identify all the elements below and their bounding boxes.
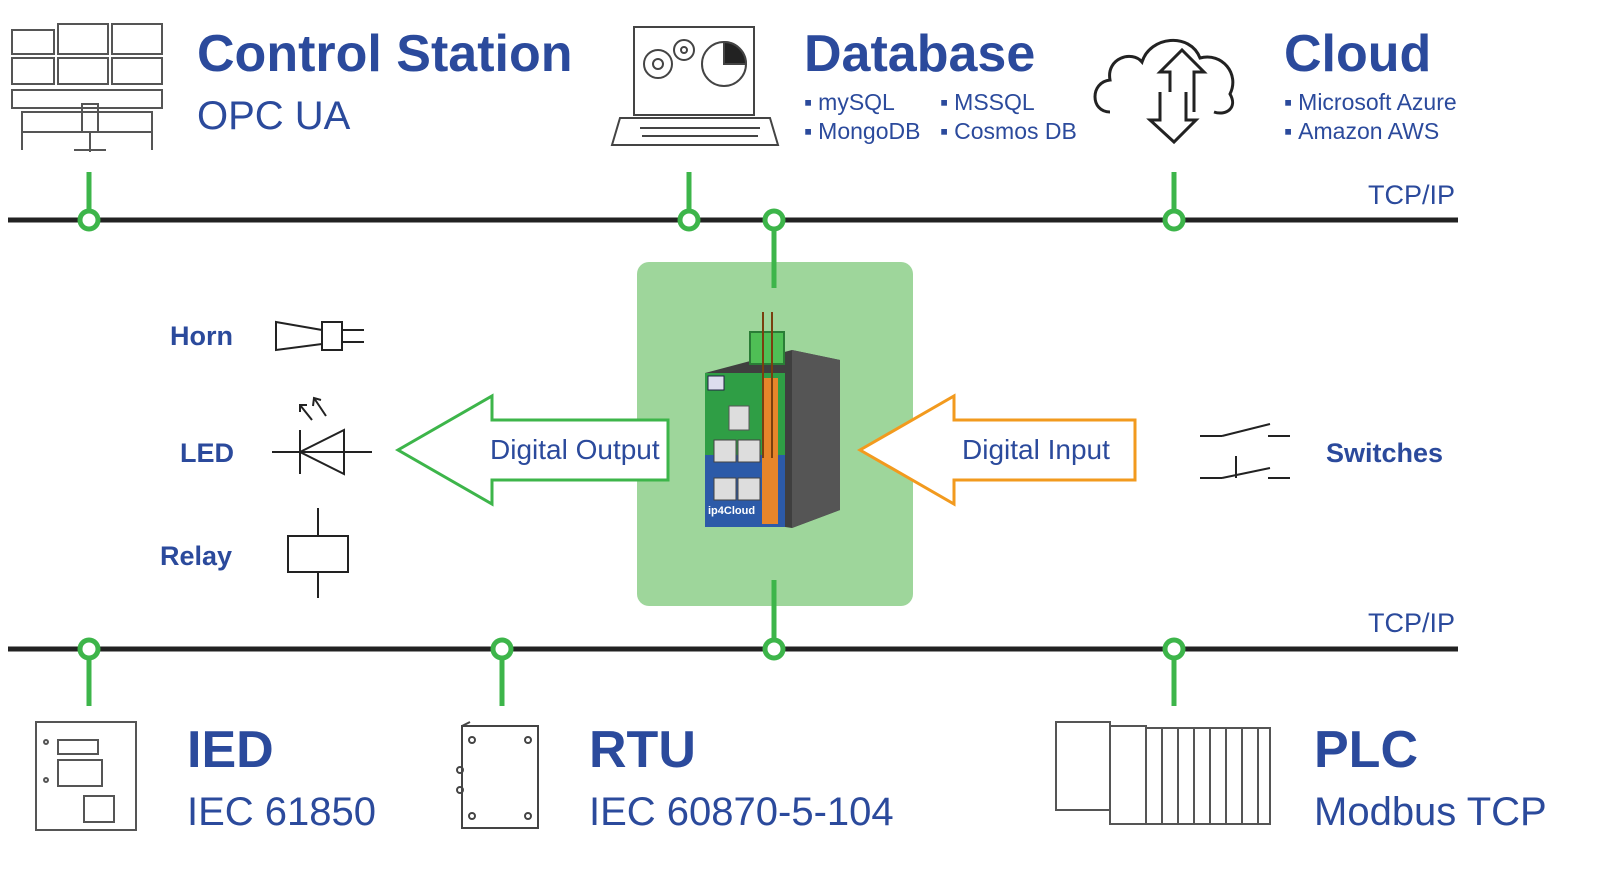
rtu-icon	[456, 721, 539, 829]
rtu-title: RTU	[589, 721, 696, 779]
relay-icon	[287, 508, 349, 598]
bottom-connectors	[77, 580, 1186, 706]
top-connectors	[77, 172, 1186, 288]
horn-icon	[275, 320, 364, 352]
bottom-bus-label: TCP/IP	[1368, 608, 1456, 638]
database-item: MSSQL	[940, 91, 1035, 114]
led-icon	[272, 396, 372, 476]
ied-protocol: IEC 61850	[187, 790, 377, 834]
digital-input-label: Digital Input	[962, 434, 1110, 465]
device-label: ip4Cloud	[708, 505, 755, 517]
laptop-icon	[610, 26, 780, 146]
plc-icon	[1055, 721, 1271, 825]
cloud-icon	[1093, 39, 1235, 145]
ip4cloud-device-icon: ip4Cloud	[705, 312, 840, 528]
cloud-title: Cloud	[1284, 25, 1432, 83]
control-station-title: Control Station	[197, 25, 573, 83]
ied-icon	[35, 721, 137, 831]
switches-icon	[1200, 423, 1290, 479]
horn-label: Horn	[170, 321, 233, 351]
cloud-item: Amazon AWS	[1284, 120, 1439, 143]
cloud-item: Microsoft Azure	[1284, 91, 1457, 114]
database-item: MongoDB	[804, 120, 920, 143]
plc-title: PLC	[1314, 721, 1418, 779]
digital-output-arrow	[394, 393, 670, 507]
digital-output-label: Digital Output	[490, 434, 660, 465]
database-title: Database	[804, 25, 1036, 83]
ied-title: IED	[187, 721, 274, 779]
top-bus-label: TCP/IP	[1368, 180, 1456, 210]
control-station-protocol: OPC UA	[197, 94, 351, 138]
database-item: mySQL	[804, 91, 895, 114]
plc-protocol: Modbus TCP	[1314, 790, 1547, 834]
switches-label: Switches	[1326, 438, 1444, 468]
digital-input-arrow	[856, 393, 1137, 507]
control-room-icon	[11, 23, 163, 152]
relay-label: Relay	[160, 541, 233, 571]
led-label: LED	[180, 438, 234, 468]
database-item: Cosmos DB	[940, 120, 1077, 143]
rtu-protocol: IEC 60870-5-104	[589, 790, 894, 834]
